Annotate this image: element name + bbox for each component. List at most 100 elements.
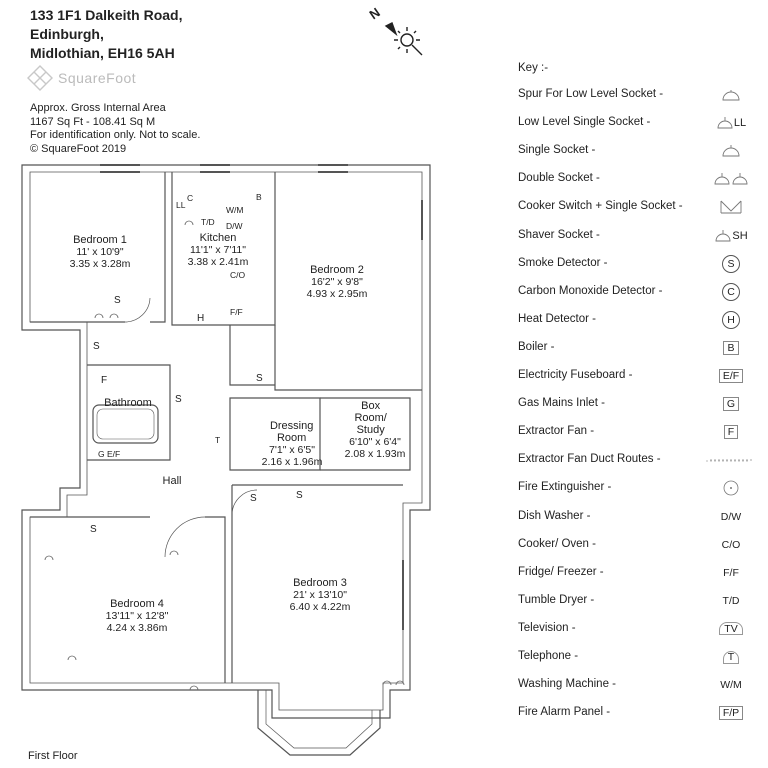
area-line-1: Approx. Gross Internal Area <box>30 102 166 114</box>
bay-window <box>257 690 381 756</box>
room-name: Bedroom 2 <box>310 264 364 276</box>
kitchen-walls <box>171 172 276 326</box>
low-level-socket-icon: LL <box>703 113 759 133</box>
plan-label-ll: LL <box>176 200 186 210</box>
key-row: Tumble Dryer - T/D <box>518 591 758 611</box>
key-label: Fire Alarm Panel - <box>518 706 611 719</box>
key-row: Carbon Monoxide Detector - C <box>518 282 758 302</box>
room-imperial: 13'11" x 12'8" <box>105 610 169 622</box>
single-socket-icon <box>703 141 759 161</box>
smoke-detector-marker: S <box>175 394 182 405</box>
duct-route-icon <box>703 450 759 470</box>
address-line-1: 133 1F1 Dalkeith Road, <box>30 7 183 23</box>
box-room-walls <box>320 397 411 471</box>
key-label: Low Level Single Socket - <box>518 116 651 129</box>
key-symbol-text: TV <box>724 622 738 635</box>
fire-alarm-panel-icon: F/P <box>703 703 759 723</box>
room-metric: 2.08 x 1.93m <box>344 448 406 460</box>
key-label: Tumble Dryer - <box>518 593 595 606</box>
key-row: Shaver Socket -SH <box>518 226 758 246</box>
logo-text: SquareFoot <box>58 70 137 86</box>
room-metric: 6.40 x 4.22m <box>289 601 351 613</box>
plan-label-dw: D/W <box>226 221 243 231</box>
spur-socket-icon <box>703 85 759 105</box>
key-symbol: W/M <box>703 675 759 695</box>
plan-label-c: C <box>187 193 194 203</box>
key-row: Low Level Single Socket - LL <box>518 113 758 133</box>
room-bedroom-1: Bedroom 1 11' x 10'9" 3.35 x 3.28m <box>70 234 131 270</box>
key-row: Television -TV <box>518 619 758 639</box>
area-info: Approx. Gross Internal Area 1167 Sq Ft -… <box>30 102 200 156</box>
room-name: Box Room/ Study <box>354 400 387 436</box>
smoke-detector-icon: S <box>703 254 759 274</box>
address-line-2: Edinburgh, <box>30 26 104 42</box>
key-symbol: F/F <box>703 563 759 583</box>
plan-label-gef: G E/F <box>98 449 121 459</box>
room-name: Hall <box>162 475 182 487</box>
floor-label: First Floor <box>28 750 78 762</box>
bathroom-walls <box>87 364 171 461</box>
key-row: Cooker/ Oven -C/O <box>518 535 758 555</box>
key-symbol-text: W/M <box>720 679 742 692</box>
boiler-icon: B <box>703 338 759 358</box>
key-row: Double Socket - <box>518 169 758 189</box>
key-label: Heat Detector - <box>518 312 596 325</box>
key-symbol: C/O <box>703 535 759 555</box>
smoke-detector-marker: S <box>296 490 303 501</box>
key-label: Fridge/ Freezer - <box>518 565 604 578</box>
key-symbol-text: C <box>727 285 735 298</box>
key-label: Telephone - <box>518 650 579 662</box>
key-row: Single Socket - <box>518 141 758 161</box>
gas-inlet-icon: G <box>703 394 759 414</box>
inner-wall <box>29 171 423 711</box>
heat-detector-icon: H <box>703 310 759 330</box>
key-symbol-text: G <box>726 398 736 411</box>
key-label: Spur For Low Level Socket - <box>518 88 664 100</box>
key-symbol: T/D <box>703 591 759 611</box>
bathtub <box>92 404 159 444</box>
telephone-icon: T <box>703 647 759 667</box>
key-symbol-text: F/F <box>723 566 739 579</box>
key-symbol-text: E/F <box>722 370 740 382</box>
room-imperial: 6'10" x 6'4" <box>349 436 401 448</box>
key-row: Fridge/ Freezer - F/F <box>518 563 758 583</box>
room-metric: 4.24 x 3.86m <box>106 622 168 634</box>
room-imperial: 11'1" x 7'11" <box>189 244 247 256</box>
room-hall: Hall <box>163 475 182 487</box>
plan-label-f: F <box>101 375 108 386</box>
key-symbol-text: B <box>727 341 735 354</box>
key-row: Dish Washer - D/W <box>518 507 758 527</box>
cooker-switch-icon <box>703 197 759 217</box>
smoke-detector-marker: S <box>93 341 100 352</box>
room-name: Bedroom 3 <box>293 577 347 589</box>
area-line-4: © SquareFoot 2019 <box>30 142 127 155</box>
room-metric: 4.93 x 2.95m <box>306 288 368 300</box>
key-symbol-text: C/O <box>721 538 741 551</box>
key-label: Carbon Monoxide Detector - <box>518 284 663 297</box>
key-symbol: D/W <box>703 507 759 527</box>
plan-label-td: T/D <box>201 217 215 227</box>
key-row: Heat Detector - H <box>518 310 758 330</box>
room-bedroom-2: Bedroom 2 16'2" x 9'8" 4.93 x 2.95m <box>307 264 368 300</box>
address-line-3: Midlothian, EH16 5AH <box>30 45 175 61</box>
smoke-detector-marker: S <box>90 524 97 535</box>
key-label: Cooker Switch + Single Socket - <box>518 200 683 213</box>
plan-label-ff: F/F <box>230 307 243 317</box>
key-label: Extractor Fan Duct Routes - <box>518 453 661 466</box>
key-label: Dish Washer - <box>518 509 591 522</box>
key-row: Fire Extinguisher - <box>518 478 758 498</box>
smoke-detector-marker: S <box>250 493 257 504</box>
key-title: Key :- <box>518 62 549 74</box>
key-label: Gas Mains Inlet - <box>518 397 605 410</box>
co-detector-icon: C <box>703 282 759 302</box>
key-row: Gas Mains Inlet - G <box>518 394 758 414</box>
key-label: Double Socket - <box>518 172 600 185</box>
shaver-socket-icon: SH <box>703 226 759 246</box>
key-row: Cooker Switch + Single Socket - <box>518 197 758 217</box>
fuseboard-icon: E/F <box>703 366 759 386</box>
room-name: Bathroom <box>104 397 152 409</box>
compass <box>384 22 423 56</box>
fire-extinguisher-icon <box>703 478 759 498</box>
key-label: Electricity Fuseboard - <box>518 369 633 381</box>
